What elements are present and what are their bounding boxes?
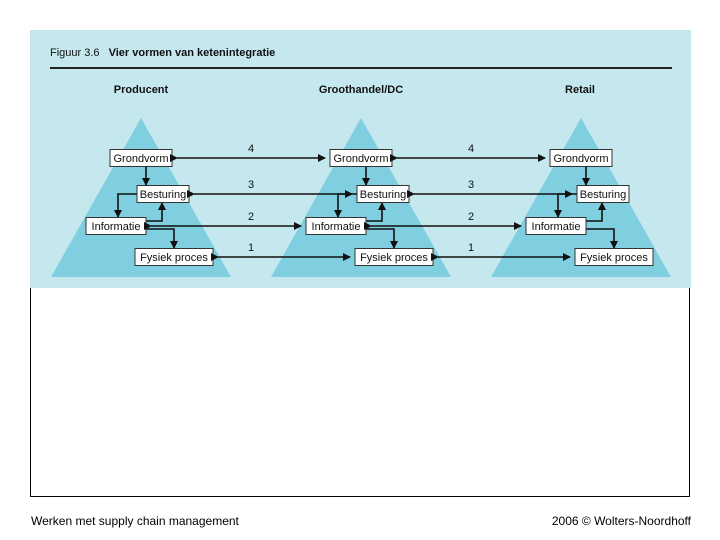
link-number-informatie-producent: 2	[248, 211, 254, 223]
box-fysiek-proces-retail	[574, 248, 654, 266]
connector-informatie-besturing	[146, 202, 166, 222]
link-number-fysiek-proces-groothandel: 1	[468, 242, 474, 254]
connector-besturing-informatie	[114, 193, 137, 218]
label-grondvorm-retail: Grondvorm	[553, 153, 608, 165]
label-fysiek-proces-groothandel: Fysiek proces	[360, 252, 428, 264]
column-header-groothandel: Groothandel/DC	[318, 84, 404, 96]
label-besturing-groothandel: Besturing	[360, 189, 406, 201]
box-besturing-retail	[576, 185, 630, 203]
label-grondvorm-producent: Grondvorm	[113, 153, 168, 165]
connector-informatie-besturing	[366, 202, 386, 222]
label-besturing-producent: Besturing	[140, 189, 186, 201]
link-number-informatie-groothandel: 2	[468, 211, 474, 223]
connector-informatie-besturing	[586, 202, 606, 222]
link-number-fysiek-proces-producent: 1	[248, 242, 254, 254]
link-number-besturing-producent: 3	[248, 179, 254, 191]
column-header-producent: Producent	[113, 84, 169, 96]
box-grondvorm-retail	[549, 149, 613, 167]
label-fysiek-proces-producent: Fysiek proces	[140, 252, 208, 264]
label-informatie-groothandel: Informatie	[312, 221, 361, 233]
link-number-grondvorm-producent: 4	[248, 143, 254, 155]
box-informatie-retail	[525, 217, 587, 235]
figure-title-text: Vier vormen van ketenintegratie	[108, 47, 276, 59]
label-informatie-retail: Informatie	[532, 221, 581, 233]
figure-title: Figuur 3.6 Vier vormen van ketenintegrat…	[50, 47, 275, 59]
label-besturing-retail: Besturing	[580, 189, 626, 201]
title-rule	[50, 67, 672, 69]
label-grondvorm-groothandel: Grondvorm	[333, 153, 388, 165]
column-header-retail: Retail	[565, 84, 595, 96]
label-fysiek-proces-retail: Fysiek proces	[580, 252, 648, 264]
figure-number: Figuur 3.6	[50, 47, 100, 59]
footer-course-title: Werken met supply chain management	[31, 514, 239, 528]
connector-informatie-fysiek	[586, 228, 618, 249]
label-informatie-producent: Informatie	[92, 221, 141, 233]
footer-copyright: 2006 © Wolters-Noordhoff	[551, 514, 691, 528]
link-number-grondvorm-groothandel: 4	[468, 143, 474, 155]
link-number-besturing-groothandel: 3	[468, 179, 474, 191]
